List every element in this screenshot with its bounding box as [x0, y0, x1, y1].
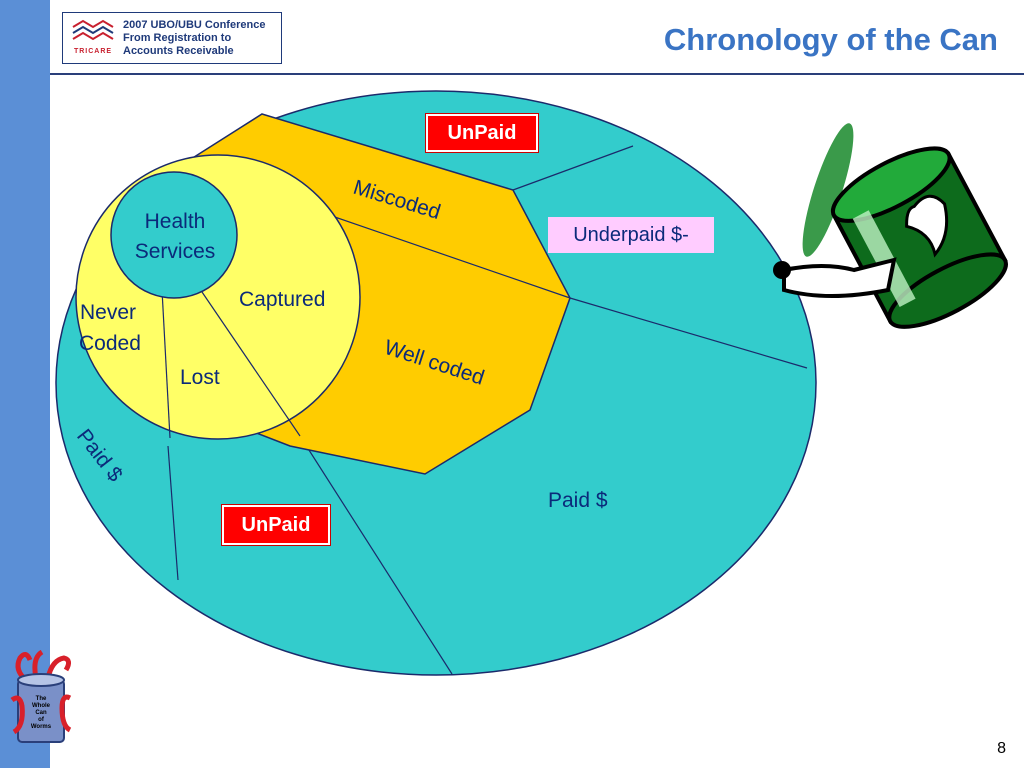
- logo-line-2: From Registration to: [123, 32, 232, 44]
- tricare-logo-icon: TRICARE: [72, 19, 114, 55]
- health-services-circle: [110, 171, 238, 299]
- divider-line-upper: [512, 145, 634, 191]
- unpaid-top-badge: UnPaid: [425, 113, 539, 153]
- whole-can-of-worms-logo-icon: The Whole Can of Worms: [10, 650, 72, 743]
- logo-line-3: Accounts Receivable: [123, 45, 234, 57]
- logo-wordmark: TRICARE: [74, 48, 112, 55]
- unpaid-bottom-badge: UnPaid: [221, 504, 331, 546]
- lost-divider-right: [201, 291, 301, 437]
- lost-label: Lost: [180, 366, 220, 389]
- lost-divider-left: [161, 289, 171, 439]
- conference-logo: TRICARE 2007 UBO/UBU Conference From Reg…: [62, 12, 282, 64]
- paid-right-label: Paid $: [548, 489, 608, 512]
- can-of-worms-illustration-icon: [773, 123, 1008, 329]
- never-coded-label-1: Never: [80, 301, 136, 324]
- worms-logo-line-1: The: [36, 696, 47, 702]
- logo-line-1: 2007 UBO/UBU Conference: [123, 19, 266, 31]
- captured-label: Captured: [239, 288, 325, 311]
- underpaid-badge: Underpaid $-: [548, 217, 714, 253]
- miscoded-divider: [299, 204, 571, 299]
- divider-line-left: [167, 445, 179, 581]
- divider-line-bottom: [299, 435, 453, 675]
- never-coded-label-2: Coded: [79, 332, 141, 355]
- health-services-label-1: Health: [145, 210, 206, 233]
- slide-title: Chronology of the Can: [663, 22, 998, 57]
- worms-logo-line-2: Whole: [32, 703, 51, 709]
- page-number: 8: [997, 740, 1006, 757]
- worms-logo-line-4: of: [38, 717, 45, 723]
- worms-logo-line-3: Can: [35, 710, 47, 716]
- worms-logo-line-5: Worms: [31, 724, 52, 730]
- header-divider: [50, 73, 1024, 75]
- left-sidebar-band: [0, 0, 50, 768]
- divider-line-right: [569, 297, 808, 369]
- health-services-label-2: Services: [135, 240, 216, 263]
